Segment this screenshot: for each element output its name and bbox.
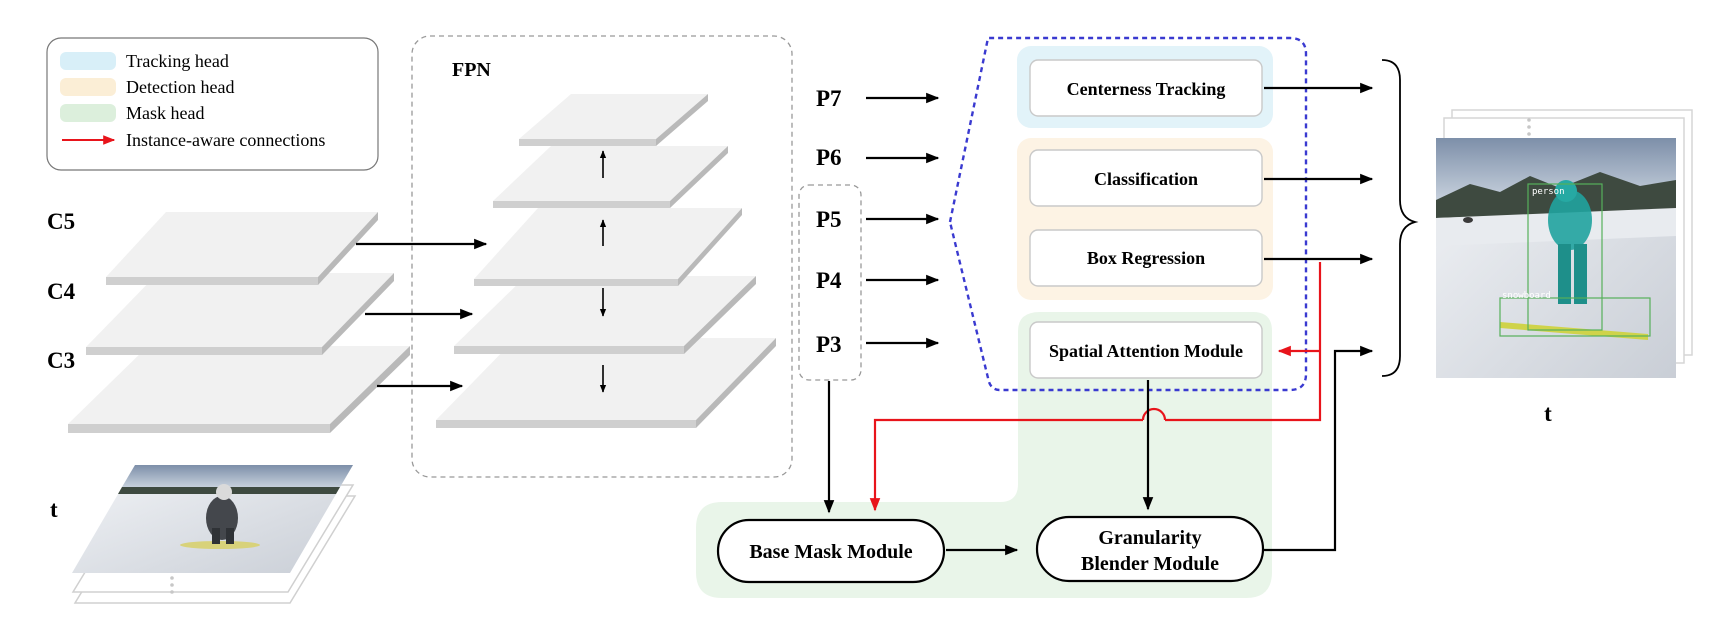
box-regression-box	[1029, 229, 1263, 287]
granularity-blender-box	[1035, 515, 1265, 583]
c5-label: C5	[47, 209, 75, 234]
legend-box	[46, 37, 379, 171]
output-brace	[1381, 59, 1419, 377]
tracking-swatch	[60, 52, 116, 70]
c3-label: C3	[47, 348, 75, 373]
spatial-attention-label: Spatial Attention Module	[1049, 341, 1243, 361]
input-frame-dot	[170, 583, 174, 587]
output-person-label: person	[1532, 187, 1565, 197]
p6-label: P6	[816, 145, 842, 170]
shared-head-outline	[948, 36, 1308, 392]
base-mask-module-label: Base Mask Module	[749, 541, 912, 563]
input-frame: t	[50, 465, 357, 604]
legend-mask-label: Mask head	[126, 103, 204, 123]
output-frame-label: t	[1544, 401, 1552, 426]
mask-swatch	[60, 104, 116, 122]
input-frame-dot	[170, 590, 174, 594]
p3-label: P3	[816, 332, 842, 357]
c3-layer	[68, 346, 410, 433]
p4-label: P4	[816, 268, 842, 293]
p7-label: P7	[816, 86, 842, 111]
granularity-blender-label-1: Granularity	[1098, 527, 1201, 549]
instance-aware-connection	[1165, 262, 1322, 422]
p5-label: P5	[816, 207, 842, 232]
heads: Centerness Tracking Classification Box R…	[1017, 46, 1273, 379]
c5-layer	[106, 212, 378, 285]
centerness-tracking-box	[1029, 59, 1263, 117]
classification-box	[1029, 149, 1263, 207]
fpn-title: FPN	[452, 59, 491, 81]
pyramid-labels: P7 P6 P5 P4 P3	[798, 86, 862, 381]
backbone: C5 C4 C3	[47, 209, 410, 433]
legend-detection-label: Detection head	[126, 77, 234, 97]
detection-swatch	[60, 78, 116, 96]
spatial-attention-box	[1029, 321, 1263, 379]
fpn-box	[411, 35, 793, 478]
blender-to-output-arrow	[1264, 345, 1374, 552]
fpn: FPN	[411, 35, 793, 478]
base-mask-module-box	[716, 518, 946, 584]
output-frame-photo: person snowboard	[1436, 138, 1676, 378]
input-frame-dot	[170, 576, 174, 580]
legend-instance-label: Instance-aware connections	[126, 130, 325, 150]
fpn-layer-p3	[436, 338, 776, 428]
input-frame-photo	[72, 465, 353, 573]
fpn-layer-p5	[474, 208, 742, 286]
p3-p5-group-box	[798, 184, 862, 381]
output-frame-dot	[1527, 132, 1531, 136]
output-frame: person snowboard t	[1436, 109, 1693, 426]
granularity-blender-label-2: Blender Module	[1081, 553, 1219, 575]
legend-tracking-label: Tracking head	[126, 51, 229, 71]
input-frame-label: t	[50, 497, 58, 522]
c4-label: C4	[47, 279, 76, 304]
legend: Tracking head Detection head Mask head I…	[46, 37, 379, 171]
mask-modules: Base Mask Module Granularity Blender Mod…	[716, 515, 1265, 584]
output-frame-dot	[1527, 125, 1531, 129]
fpn-layer-p7	[519, 94, 708, 146]
c4-layer	[86, 273, 394, 355]
fpn-layer-p6	[493, 146, 728, 208]
centerness-tracking-label: Centerness Tracking	[1067, 79, 1226, 99]
output-frame-dot	[1527, 118, 1531, 122]
instance-aware-connection-hop	[1141, 407, 1167, 421]
box-regression-label: Box Regression	[1087, 248, 1205, 268]
classification-label: Classification	[1094, 169, 1198, 189]
instance-aware-connection	[869, 418, 1143, 512]
output-snowboard-label: snowboard	[1502, 291, 1551, 301]
